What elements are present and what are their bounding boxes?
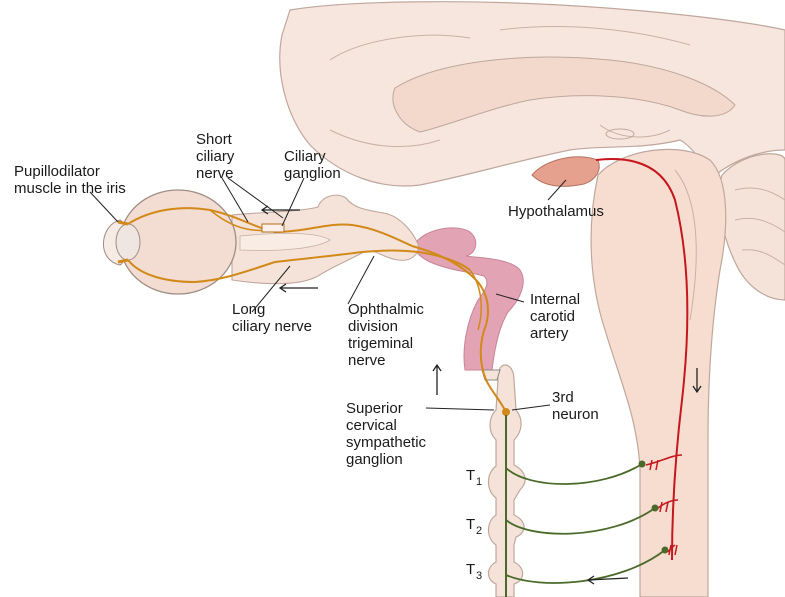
label-short-ciliary-line2: ciliary <box>196 148 235 165</box>
label-t1: T <box>466 467 475 484</box>
green-synapse-t1 <box>639 461 646 468</box>
label-hypothalamus: Hypothalamus <box>508 203 604 220</box>
label-ophthalmic-line1: Ophthalmic <box>348 301 424 318</box>
label-short-ciliary-line3: nerve <box>196 165 234 182</box>
green-synapse-t2 <box>652 505 659 512</box>
green-fiber-t2 <box>506 508 655 534</box>
lens <box>116 224 140 260</box>
label-short-ciliary-line1: Short <box>196 131 233 148</box>
label-ciliary-ganglion-line1: Ciliary <box>284 148 326 165</box>
ciliary-ganglion-box <box>262 224 284 232</box>
label-ophthalmic-line4: nerve <box>348 352 386 369</box>
leader-ophthalmic <box>348 256 374 304</box>
label-superior-cervical-line2: cervical <box>346 417 397 434</box>
label-long-ciliary-line2: ciliary nerve <box>232 318 312 335</box>
label-ciliary-ganglion-line2: ganglion <box>284 165 341 182</box>
label-third-neuron-line2: neuron <box>552 406 599 423</box>
label-t2-subscript: 2 <box>476 525 482 537</box>
iris-lower <box>118 260 128 262</box>
brainstem-spinal-cord <box>591 149 726 597</box>
label-third-neuron-line1: 3rd <box>552 389 574 406</box>
label-ophthalmic-line2: division <box>348 318 398 335</box>
leader-short-ciliary-2 <box>228 178 283 218</box>
iris-upper <box>118 222 128 224</box>
label-t3-subscript: 3 <box>476 570 482 582</box>
label-superior-cervical-line3: sympathetic <box>346 434 427 451</box>
label-t3: T <box>466 561 475 578</box>
arrow-ascending <box>433 365 441 395</box>
label-internal-carotid-line2: carotid <box>530 308 575 325</box>
label-t2: T <box>466 516 475 533</box>
arrow-long-ciliary <box>280 284 318 292</box>
third-neuron-cell-body <box>502 408 510 416</box>
label-pupillodilator-line1: Pupillodilator <box>14 163 100 180</box>
label-ophthalmic-line3: trigeminal <box>348 335 413 352</box>
label-t1-subscript: 1 <box>476 476 482 488</box>
label-superior-cervical-line4: ganglion <box>346 451 403 468</box>
label-superior-cervical-line1: Superior <box>346 400 403 417</box>
label-pupillodilator-line2: muscle in the iris <box>14 180 126 197</box>
label-internal-carotid-line1: Internal <box>530 291 580 308</box>
internal-carotid-artery <box>415 228 523 370</box>
cerebellum <box>719 154 785 300</box>
label-internal-carotid-line3: artery <box>530 325 569 342</box>
green-synapse-t3 <box>662 547 669 554</box>
hypothalamus-region <box>532 157 599 187</box>
green-fiber-t1 <box>506 464 642 484</box>
leader-superior-cervical <box>426 408 494 410</box>
leader-third-neuron <box>512 405 550 410</box>
label-long-ciliary-line1: Long <box>232 301 265 318</box>
